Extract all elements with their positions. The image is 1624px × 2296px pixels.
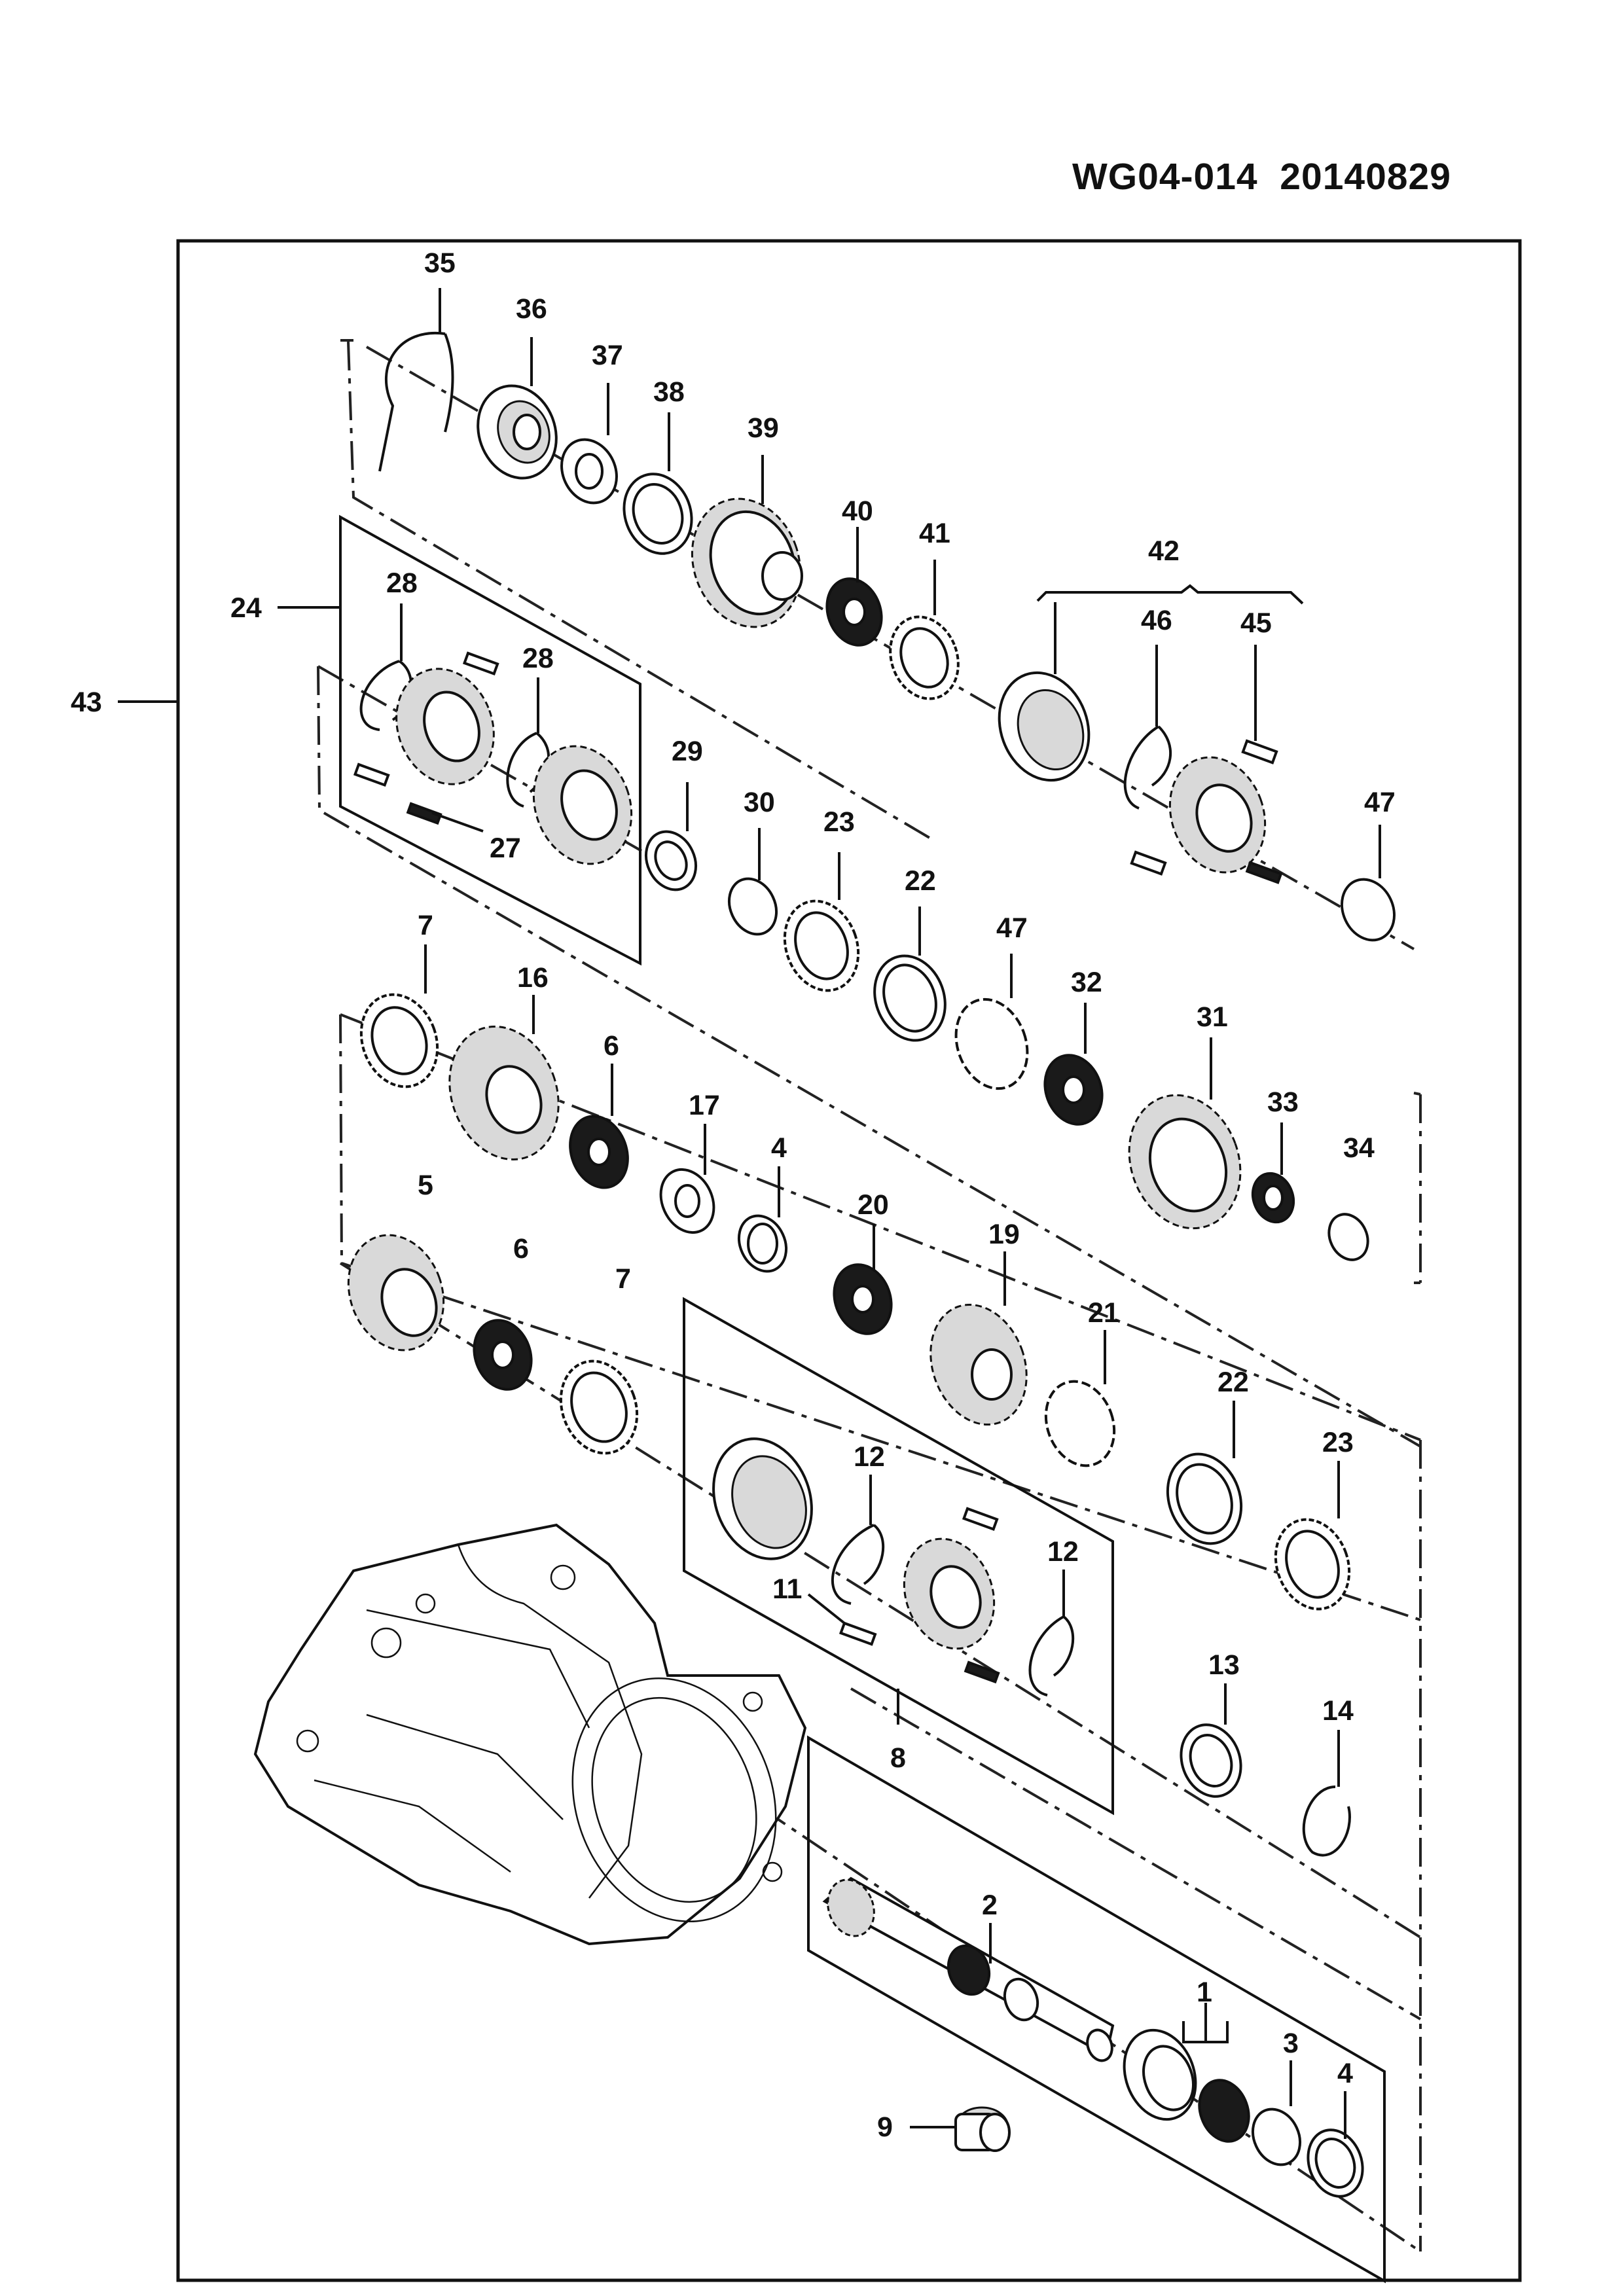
leader-lines: [118, 288, 1381, 2139]
callout-28-b: 28: [522, 643, 554, 674]
callout-16: 16: [517, 962, 549, 994]
callout-28-a: 28: [386, 567, 418, 599]
callout-46: 46: [1141, 605, 1172, 636]
diagram-frame: [176, 239, 1522, 2282]
callout-47-mid: 47: [996, 912, 1028, 944]
box-24-assembly: [339, 514, 641, 966]
callout-23-a: 23: [823, 806, 855, 838]
callout-4-b: 4: [1337, 2058, 1353, 2089]
document-code: WG04-014 20140829: [1072, 156, 1451, 198]
box-8-assembly: [683, 1297, 1114, 1816]
callout-36: 36: [516, 293, 547, 325]
callout-5: 5: [418, 1170, 433, 1201]
callout-4-a: 4: [771, 1132, 787, 1164]
callout-22-a: 22: [905, 865, 936, 897]
callout-41: 41: [919, 518, 950, 549]
box-2-shaft: [807, 1735, 1386, 2284]
callout-6-b: 6: [513, 1233, 529, 1265]
callout-34: 34: [1343, 1132, 1375, 1164]
callout-38: 38: [653, 376, 685, 408]
callout-47-top: 47: [1364, 787, 1396, 818]
callout-22-b: 22: [1218, 1367, 1249, 1398]
callout-9: 9: [877, 2111, 893, 2143]
callout-33: 33: [1267, 1086, 1299, 1118]
callout-7-b: 7: [615, 1263, 631, 1295]
callout-32: 32: [1071, 967, 1102, 998]
callout-7-a: 7: [418, 910, 433, 941]
callout-1: 1: [1197, 1977, 1212, 2008]
callout-39: 39: [748, 412, 779, 444]
callout-43: 43: [71, 687, 102, 718]
callout-40: 40: [842, 495, 873, 527]
callout-11: 11: [772, 1573, 802, 1605]
callout-17: 17: [689, 1090, 720, 1121]
callout-35: 35: [424, 247, 456, 279]
callout-8: 8: [890, 1742, 906, 1774]
callout-19: 19: [988, 1219, 1020, 1250]
callout-45: 45: [1240, 607, 1272, 639]
callout-labels: 35 36 37 38 39 40 41 42 46 45 47 24 43 2…: [71, 247, 1396, 2143]
callout-14: 14: [1322, 1695, 1354, 1727]
callout-37: 37: [592, 340, 623, 371]
callout-24: 24: [230, 592, 262, 624]
callout-6-a: 6: [604, 1030, 619, 1062]
callout-20: 20: [857, 1189, 889, 1221]
callout-12-b: 12: [1047, 1536, 1079, 1568]
transmission-housing: [253, 1523, 807, 1946]
callout-30: 30: [744, 787, 775, 818]
callout-27: 27: [490, 833, 521, 864]
callout-42: 42: [1148, 535, 1180, 567]
callout-2: 2: [982, 1890, 998, 1921]
callout-12-a: 12: [854, 1441, 885, 1473]
callout-29: 29: [672, 736, 703, 767]
callout-13: 13: [1208, 1649, 1240, 1681]
callout-3: 3: [1283, 2028, 1299, 2059]
parts: [253, 331, 1396, 2198]
callout-23-b: 23: [1322, 1427, 1354, 1458]
callout-31: 31: [1197, 1001, 1228, 1033]
callout-21: 21: [1088, 1297, 1119, 1329]
